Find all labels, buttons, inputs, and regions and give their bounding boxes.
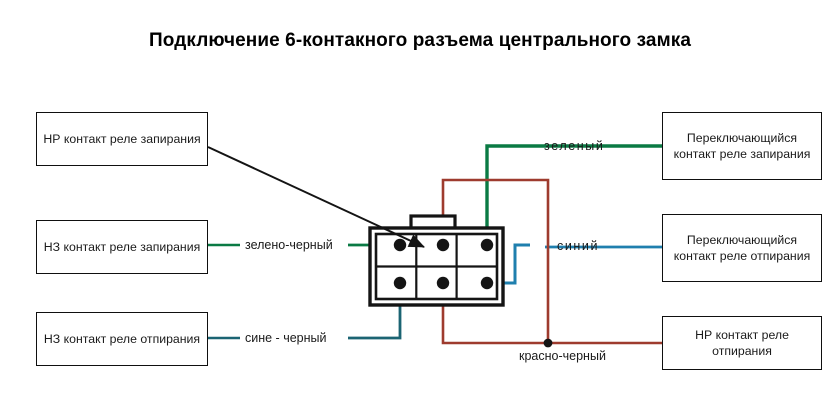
wire-red-black-loop [441, 178, 550, 345]
right-box-2-label: Переключающийся контакт реле отпирания [673, 233, 811, 263]
right-box-no-unlock-relay-contact[interactable]: НР контакт реле отпирания [662, 316, 822, 370]
wire-label-green-black: зелено-черный [245, 238, 333, 252]
pointer-arrow-to-connector [207, 146, 425, 248]
page-title: Подключение 6-контакного разъема централ… [149, 30, 691, 51]
wire-label-blue: синий [557, 239, 600, 253]
left-box-no-lock-relay-contact[interactable]: НР контакт реле запирания [36, 112, 208, 166]
right-box-3-label: НР контакт реле отпирания [695, 328, 789, 358]
connector-pin-bottom-right [480, 276, 494, 290]
connector-pin-top-right [480, 238, 494, 252]
left-box-nc-lock-relay-contact[interactable]: НЗ контакт реле запирания [36, 220, 208, 274]
connector-pin-bottom-left [393, 276, 407, 290]
connector-pin-top-left [393, 238, 407, 252]
wire-label-red-black: красно-черный [519, 349, 606, 363]
connector-pin-bottom-middle [436, 276, 450, 290]
right-box-switching-lock-relay-contact[interactable]: Переключающийся контакт реле запирания [662, 112, 822, 180]
left-box-nc-unlock-relay-contact[interactable]: НЗ контакт реле отпирания [36, 312, 208, 366]
left-box-1-label: НР контакт реле запирания [43, 132, 201, 146]
left-box-3-label: НЗ контакт реле отпирания [43, 332, 201, 346]
wire-label-green: зеленый [544, 139, 605, 153]
right-box-1-label: Переключающийся контакт реле запирания [673, 131, 811, 161]
connector-pin-top-middle [436, 238, 450, 252]
left-box-2-label: НЗ контакт реле запирания [43, 240, 201, 254]
wire-label-blue-black: сине - черный [245, 331, 327, 345]
wire-junction-dot [543, 338, 553, 348]
right-box-switching-unlock-relay-contact[interactable]: Переключающийся контакт реле отпирания [662, 214, 822, 282]
wire-green-main [485, 144, 662, 245]
